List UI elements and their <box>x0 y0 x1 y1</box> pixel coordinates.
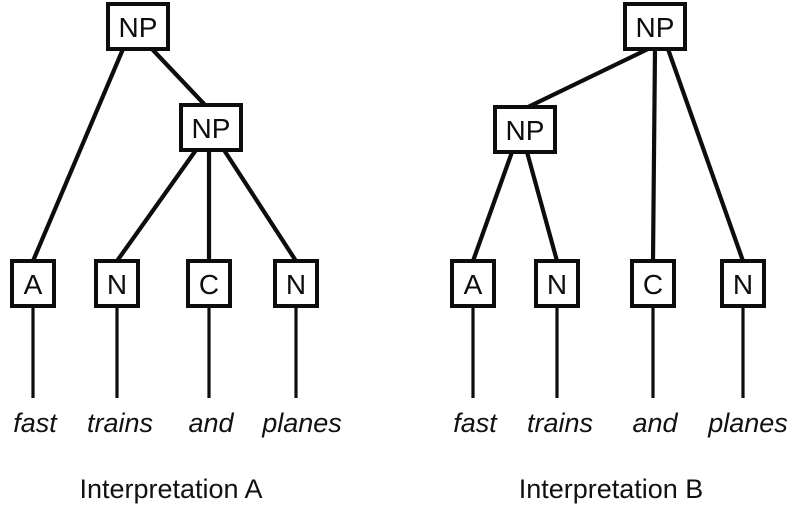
branch-edge-b-root-to-b-conj <box>650 48 658 262</box>
node-box-a-adj <box>10 259 56 308</box>
node-box-b-root <box>623 2 687 51</box>
node-label-b-n2: N <box>733 269 753 300</box>
terminal-word-planes: planes <box>707 408 788 438</box>
node-label-b-n1: N <box>547 269 567 300</box>
node-b-conj[interactable]: C <box>630 259 676 308</box>
branch-edge-b-root-to-b-n2 <box>666 48 745 262</box>
node-b-adj[interactable]: A <box>450 259 496 308</box>
node-box-a-conj <box>186 259 232 308</box>
terminal-word-fast: fast <box>13 408 58 438</box>
node-label-b-conj: C <box>643 269 663 300</box>
branch-edge-a-root-to-a-adj <box>31 48 125 262</box>
node-label-b-root: NP <box>636 12 675 43</box>
node-box-b-adj <box>450 259 496 308</box>
node-label-b-adj: A <box>464 269 483 300</box>
node-box-b-np2 <box>493 105 557 154</box>
node-a-n2[interactable]: N <box>273 259 319 308</box>
branch-edge-b-np2-to-b-adj <box>471 151 514 262</box>
branch-edge-b-root-to-b-np2 <box>527 47 649 109</box>
branch-edge-a-np2-to-a-n1 <box>115 148 198 263</box>
node-box-b-conj <box>630 259 676 308</box>
node-box-a-n2 <box>273 259 319 308</box>
node-box-a-np2 <box>179 103 243 152</box>
caption-interpretation-b: Interpretation B <box>519 474 704 504</box>
node-b-root[interactable]: NP <box>623 2 687 51</box>
branch-edge-a-np2-to-a-n2 <box>222 148 298 263</box>
caption-interpretation-a: Interpretation A <box>79 474 262 504</box>
node-label-a-n1: N <box>107 269 127 300</box>
terminal-word-planes: planes <box>261 408 342 438</box>
node-b-n1[interactable]: N <box>534 259 580 308</box>
node-a-root[interactable]: NP <box>106 2 170 51</box>
node-box-b-n2 <box>720 259 766 308</box>
node-box-a-n1 <box>94 259 140 308</box>
node-a-conj[interactable]: C <box>186 259 232 308</box>
terminal-word-trains: trains <box>527 408 593 438</box>
branch-edge-a-root-to-a-np2 <box>150 47 207 107</box>
terminal-word-and: and <box>632 408 678 438</box>
node-a-np2[interactable]: NP <box>179 103 243 152</box>
terminal-word-trains: trains <box>87 408 153 438</box>
branch-edge-b-np2-to-b-n1 <box>524 151 560 262</box>
node-label-a-adj: A <box>24 269 43 300</box>
node-a-adj[interactable]: A <box>10 259 56 308</box>
node-label-a-conj: C <box>199 269 219 300</box>
node-label-a-root: NP <box>119 12 158 43</box>
node-box-b-n1 <box>534 259 580 308</box>
node-b-np2[interactable]: NP <box>493 105 557 154</box>
node-label-b-np2: NP <box>506 115 545 146</box>
node-label-a-np2: NP <box>192 113 231 144</box>
node-b-n2[interactable]: N <box>720 259 766 308</box>
node-box-a-root <box>106 2 170 51</box>
node-a-n1[interactable]: N <box>94 259 140 308</box>
node-label-a-n2: N <box>286 269 306 300</box>
terminal-word-fast: fast <box>453 408 498 438</box>
terminal-word-and: and <box>188 408 234 438</box>
